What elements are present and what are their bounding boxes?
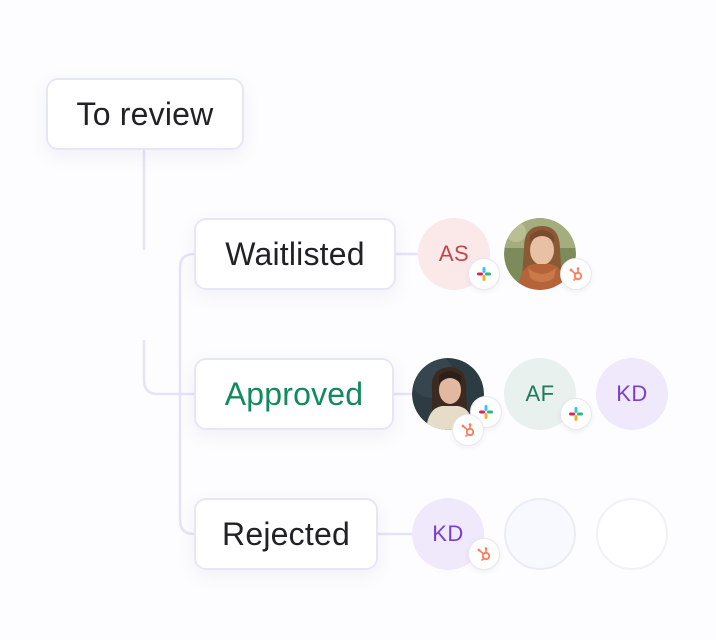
stage-to-review[interactable]: To review (46, 78, 244, 150)
stage-rejected[interactable]: Rejected (194, 498, 378, 570)
avatar-initials: AS (438, 241, 470, 266)
connector-trunk-lower (142, 340, 196, 396)
avatar-kd[interactable]: KD (596, 358, 668, 430)
avatar-initials: KD (432, 521, 464, 546)
stage-to-review-label: To review (76, 95, 214, 132)
avatar-as[interactable]: AS (418, 218, 500, 290)
hubspot-icon (560, 258, 592, 290)
hubspot-icon (452, 414, 484, 446)
avatar-placeholder (504, 498, 576, 570)
avatar-photo-woman-scarf[interactable] (504, 218, 592, 290)
stage-approved-label: Approved (224, 375, 364, 412)
stage-rejected-label: Rejected (222, 515, 350, 552)
avatar-kd[interactable]: KD (412, 498, 500, 570)
stage-waitlisted-label: Waitlisted (225, 235, 365, 272)
hubspot-icon (468, 538, 500, 570)
slack-icon (560, 398, 592, 430)
photo-woman-scarf (504, 218, 576, 290)
slack-icon (468, 258, 500, 290)
avatar-placeholder (596, 498, 668, 570)
stage-waitlisted[interactable]: Waitlisted (194, 218, 396, 290)
avatar-initials: KD (616, 381, 648, 406)
avatar-initials: AF (525, 381, 555, 406)
stage-approved[interactable]: Approved (194, 358, 394, 430)
avatar-photo-woman-dark[interactable] (412, 358, 502, 446)
avatar-af[interactable]: AF (504, 358, 592, 430)
connector-branch (178, 252, 196, 536)
